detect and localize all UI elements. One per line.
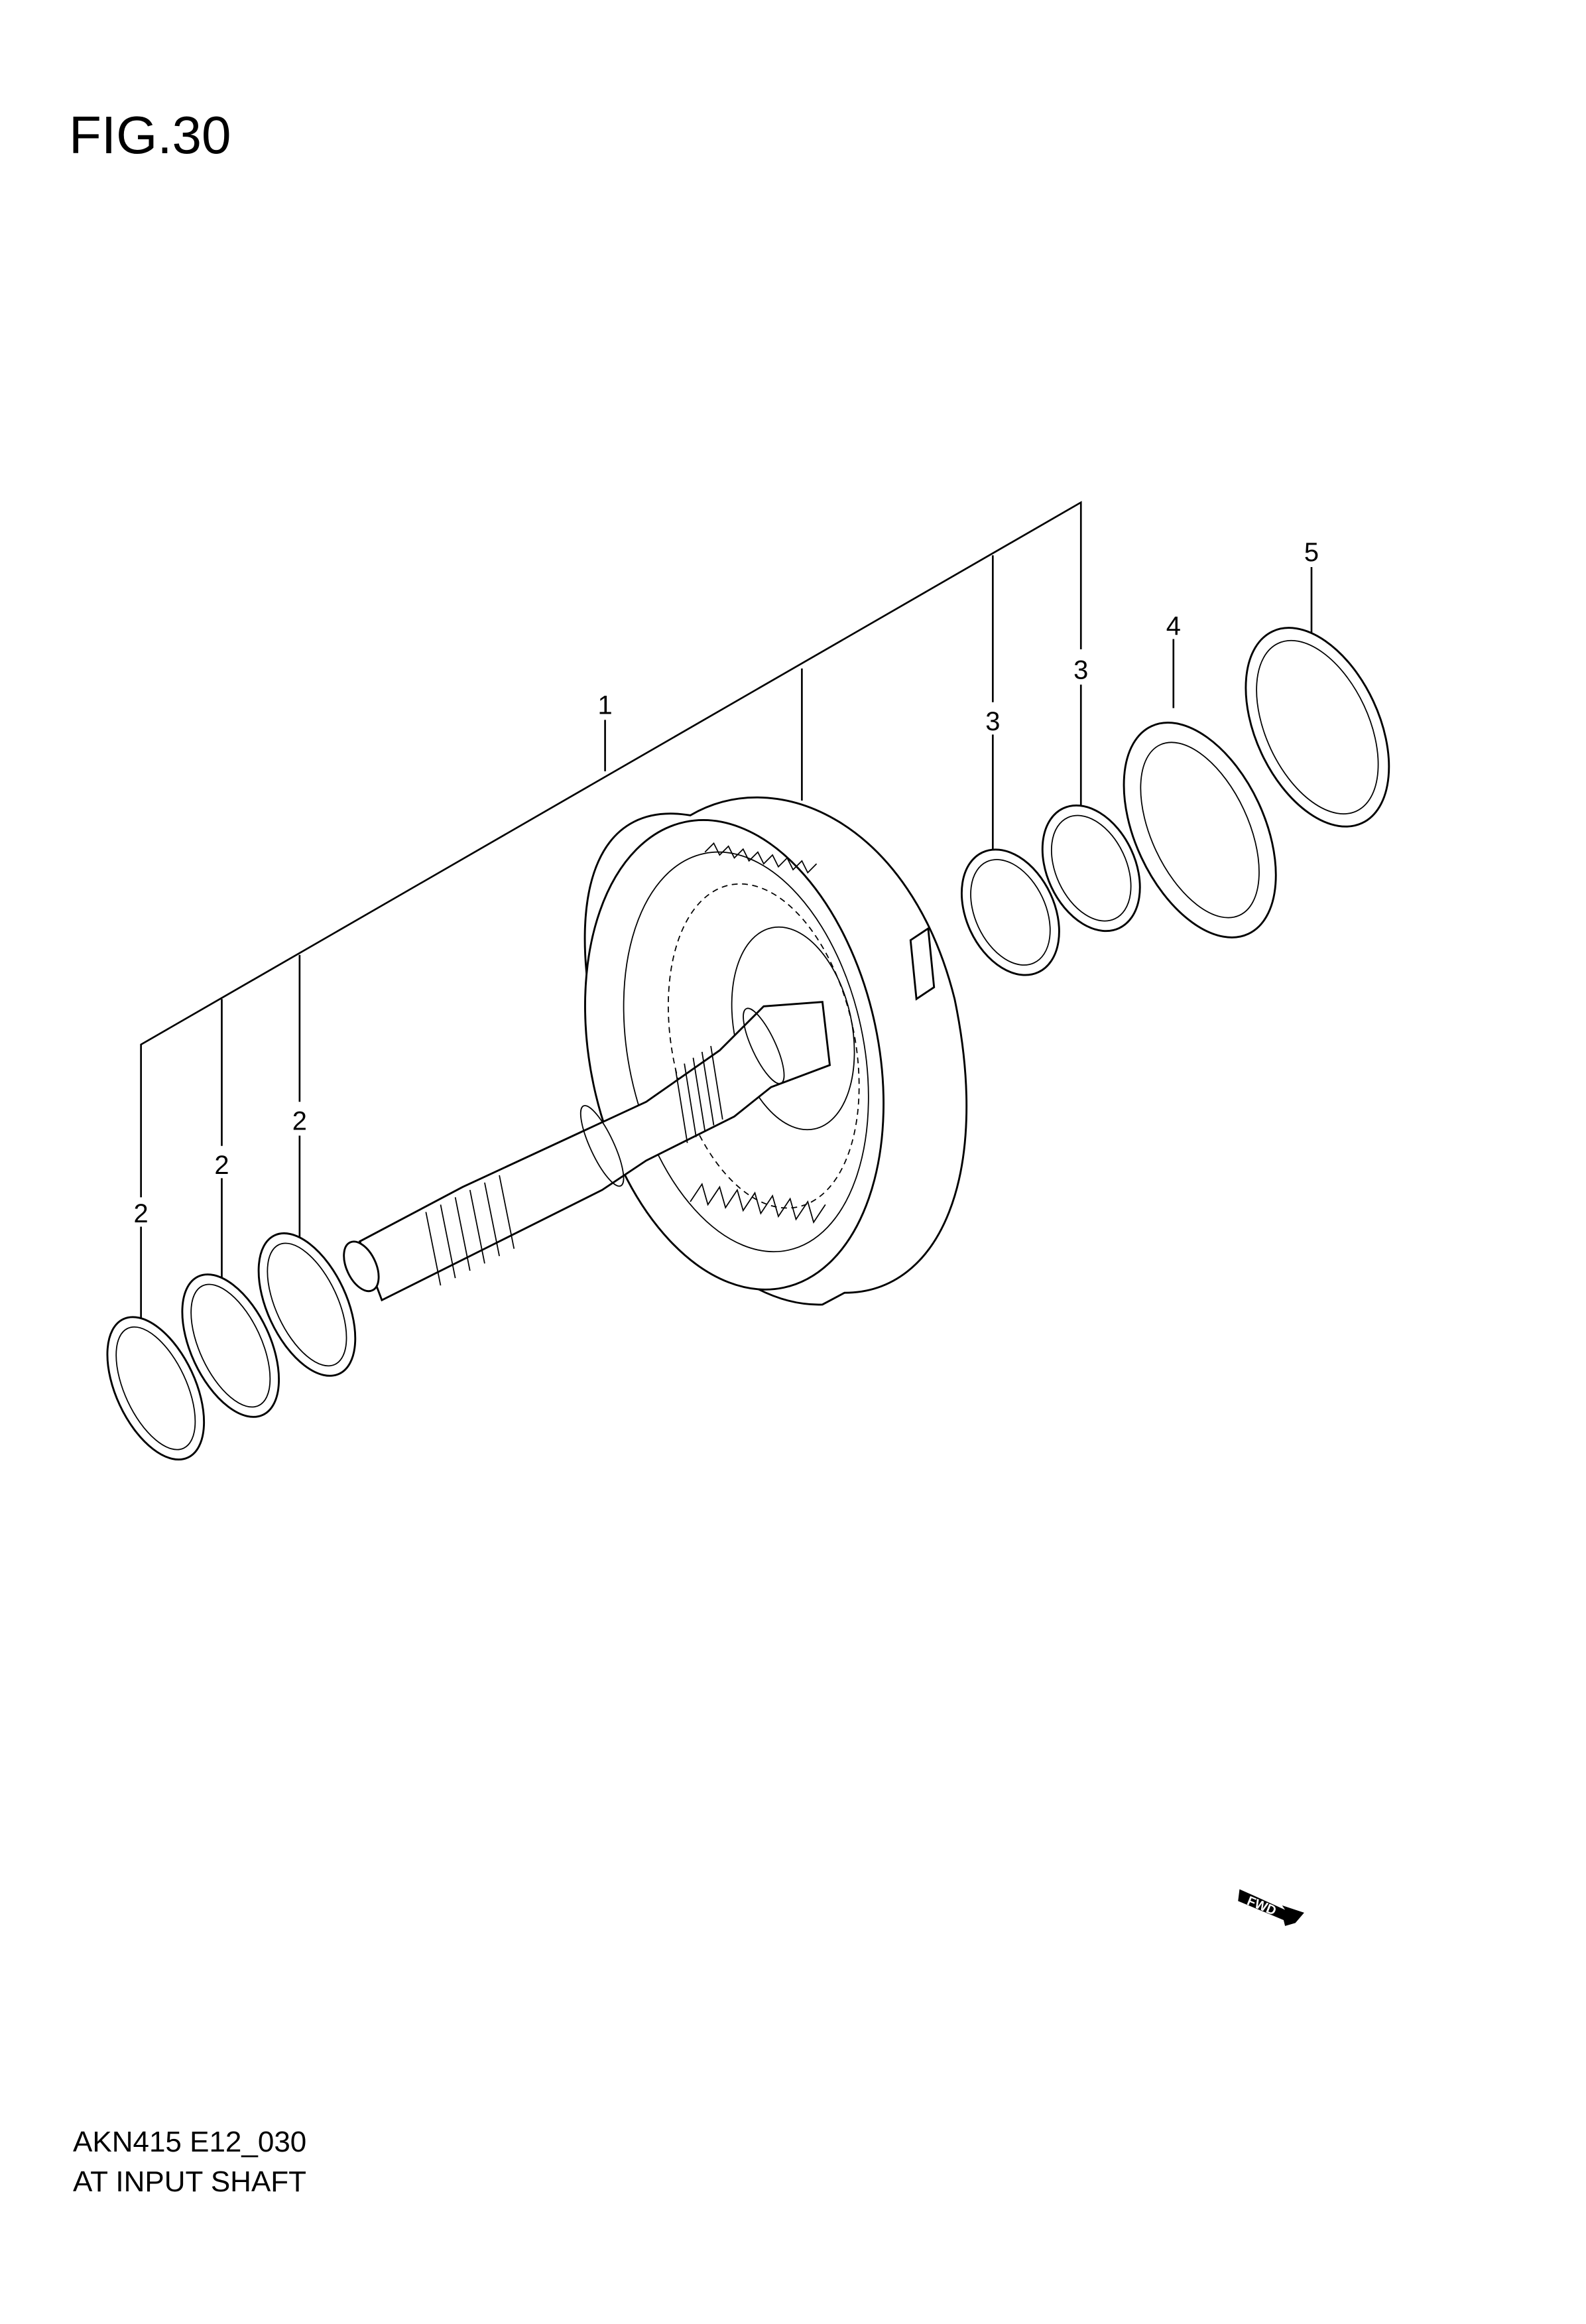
- callout-2: 2: [134, 1199, 149, 1228]
- leader-lines: [140, 501, 1313, 1352]
- part-5-washer: [1245, 627, 1390, 828]
- callout-3: 3: [985, 707, 1000, 736]
- input-shaft: [343, 1001, 831, 1302]
- callout-4: 4: [1166, 612, 1181, 641]
- part-3-rings: [960, 805, 1141, 976]
- diagram-code: AKN415 E12_030: [73, 2126, 307, 2158]
- fwd-arrow-icon: FWD: [1238, 1887, 1304, 1926]
- diagram-title: AT INPUT SHAFT: [73, 2165, 307, 2198]
- callout-2: 2: [214, 1151, 229, 1180]
- fwd-label: FWD: [1245, 1894, 1278, 1918]
- figure-number: FIG.30: [69, 105, 231, 164]
- callout-1: 1: [597, 690, 612, 720]
- part-2-rings: [106, 1232, 357, 1461]
- callout-5: 5: [1304, 538, 1319, 567]
- callout-3: 3: [1073, 655, 1088, 684]
- callout-2: 2: [292, 1106, 307, 1135]
- part-4-washer: [1123, 722, 1277, 938]
